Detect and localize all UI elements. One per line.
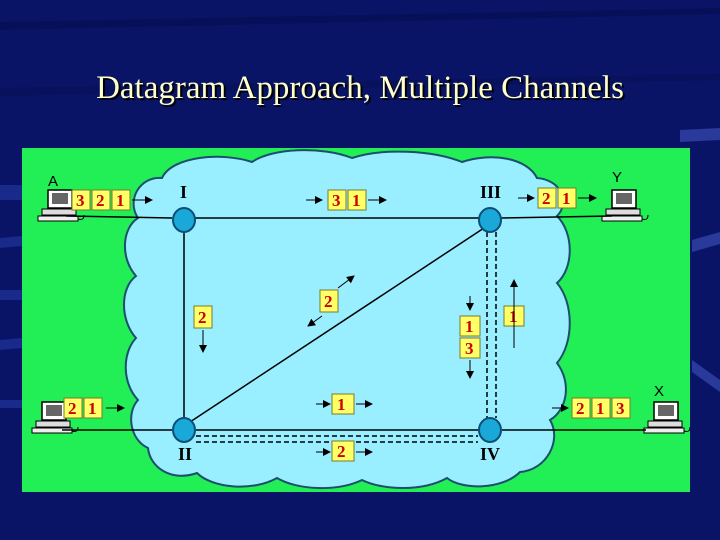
host-label-y: Y <box>612 169 622 186</box>
packet-group-i-to-ii: 2 <box>193 305 213 353</box>
host-label-a: A <box>48 173 58 190</box>
arrow-icon <box>307 315 323 327</box>
packet-label: 3 <box>76 191 85 210</box>
router-node-iv <box>478 417 502 443</box>
packet-label: 1 <box>465 317 474 336</box>
packet-label: 3 <box>616 399 625 418</box>
packet-group-at-a: 3 2 1 <box>71 189 153 211</box>
arrow-icon <box>337 275 355 289</box>
router-node-ii <box>172 417 196 443</box>
packet-label: 2 <box>68 399 77 418</box>
packet-group-i-to-iii: 3 1 <box>306 189 387 211</box>
packet-group-iv-up: 1 <box>503 279 525 348</box>
packet-label: 3 <box>465 339 474 358</box>
packet-label: 1 <box>509 307 518 326</box>
slide-title: Datagram Approach, Multiple Channels <box>96 70 624 106</box>
packet-label: 2 <box>96 191 105 210</box>
node-label-iii: III <box>480 182 501 202</box>
packet-group-at-x: 2 1 3 <box>552 397 631 419</box>
packet-label: 2 <box>324 292 333 311</box>
packet-label: 1 <box>337 395 346 414</box>
packet-label: 2 <box>542 189 551 208</box>
network-diagram: A Y X I III II IV 3 2 1 3 1 <box>22 148 690 492</box>
packet-group-left-lower: 2 1 <box>63 397 125 419</box>
packet-label: 1 <box>352 191 361 210</box>
packet-label: 1 <box>562 189 571 208</box>
packet-group-ii-to-iii: 2 <box>307 275 355 327</box>
node-label-i: I <box>180 182 187 202</box>
router-node-iii <box>478 207 502 233</box>
router-node-i <box>172 207 196 233</box>
packet-label: 1 <box>116 191 125 210</box>
packet-label: 1 <box>596 399 605 418</box>
packet-group-at-y: 2 1 <box>518 187 597 209</box>
packet-label: 2 <box>198 308 207 327</box>
host-label-x: X <box>654 383 664 400</box>
node-label-ii: II <box>178 444 192 464</box>
packet-group-iii-down: 1 3 <box>459 296 481 379</box>
packet-group-ii-iv-upper: 1 <box>316 393 373 415</box>
packet-label: 1 <box>88 399 97 418</box>
link-ii-iii <box>189 227 485 423</box>
packet-label: 2 <box>576 399 585 418</box>
packet-label: 2 <box>337 442 346 461</box>
link-a-i <box>65 215 173 219</box>
packet-group-ii-iv-lower: 2 <box>316 440 373 462</box>
link-iii-y <box>500 215 613 219</box>
node-label-iv: IV <box>480 444 500 464</box>
packet-label: 3 <box>332 191 341 210</box>
